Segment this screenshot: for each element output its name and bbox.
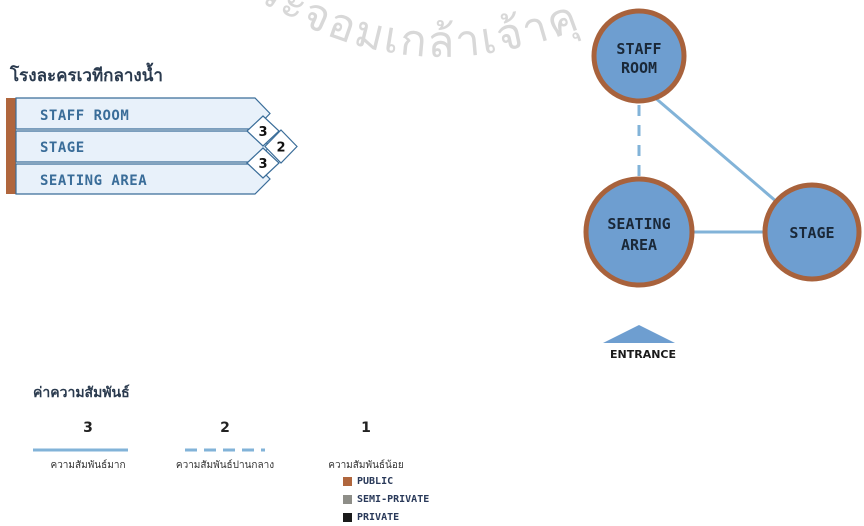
zone-swatch-public (343, 476, 352, 486)
bubble-seating-area (583, 176, 695, 288)
bubble-seating-area-line2: AREA (621, 236, 657, 254)
bubble-stage-line1: STAGE (789, 224, 834, 242)
rating-diamond-staff-seating (264, 129, 298, 164)
legend-value-1: 1 (361, 420, 371, 436)
rating-stage-seating: 3 (258, 157, 267, 172)
zone-swatch-private (343, 512, 352, 522)
bubble-staff-room-line2: ROOM (621, 59, 657, 77)
zone-label-private: PRIVATE (357, 511, 400, 523)
entrance-arrow-icon (603, 325, 675, 343)
zone-label-public: PUBLIC (357, 475, 394, 487)
matrix-row-seating-area (15, 163, 271, 195)
zone-legend-public: PUBLIC (343, 474, 393, 488)
rating-staff-seating: 2 (276, 141, 285, 156)
legend-title: ค่าความสัมพันธ์ (33, 385, 130, 401)
rating-staff-stage: 3 (258, 125, 267, 140)
zone-swatch-semi-private (343, 494, 352, 504)
relationship-matrix: STAFF ROOM STAGE SEATING AREA 3 3 2 (6, 97, 298, 195)
bubble-stage (762, 182, 862, 282)
matrix-row-label-seating-area: SEATING AREA (40, 173, 147, 189)
entrance-label: ENTRANCE (610, 348, 676, 361)
zone-legend-private: PRIVATE (343, 510, 399, 524)
legend-value-2: 2 (220, 420, 230, 436)
bubble-staff-room (591, 8, 687, 104)
matrix-row-label-staff-room: STAFF ROOM (40, 108, 129, 124)
rating-diamond-staff-stage (246, 115, 280, 147)
bubble-seating-area-line1: SEATING (607, 215, 670, 233)
rating-diamond-stage-seating (246, 147, 280, 179)
bubble-staff-room-line1: STAFF (616, 40, 661, 58)
legend-desc-1: ความสัมพันธ์น้อย (328, 460, 404, 471)
zone-label-semi-private: SEMI-PRIVATE (357, 493, 430, 505)
zone-bar-public (6, 98, 16, 194)
zone-legend-semi-private: SEMI-PRIVATE (343, 492, 429, 506)
legend-value-3: 3 (83, 420, 93, 436)
legend-desc-2: ความสัมพันธ์ปานกลาง (175, 460, 275, 471)
page-title: โรงละครเวทีกลางน้ำ (10, 66, 163, 86)
matrix-row-label-stage: STAGE (40, 140, 85, 156)
legend-desc-3: ความสัมพันธ์มาก (50, 460, 126, 471)
